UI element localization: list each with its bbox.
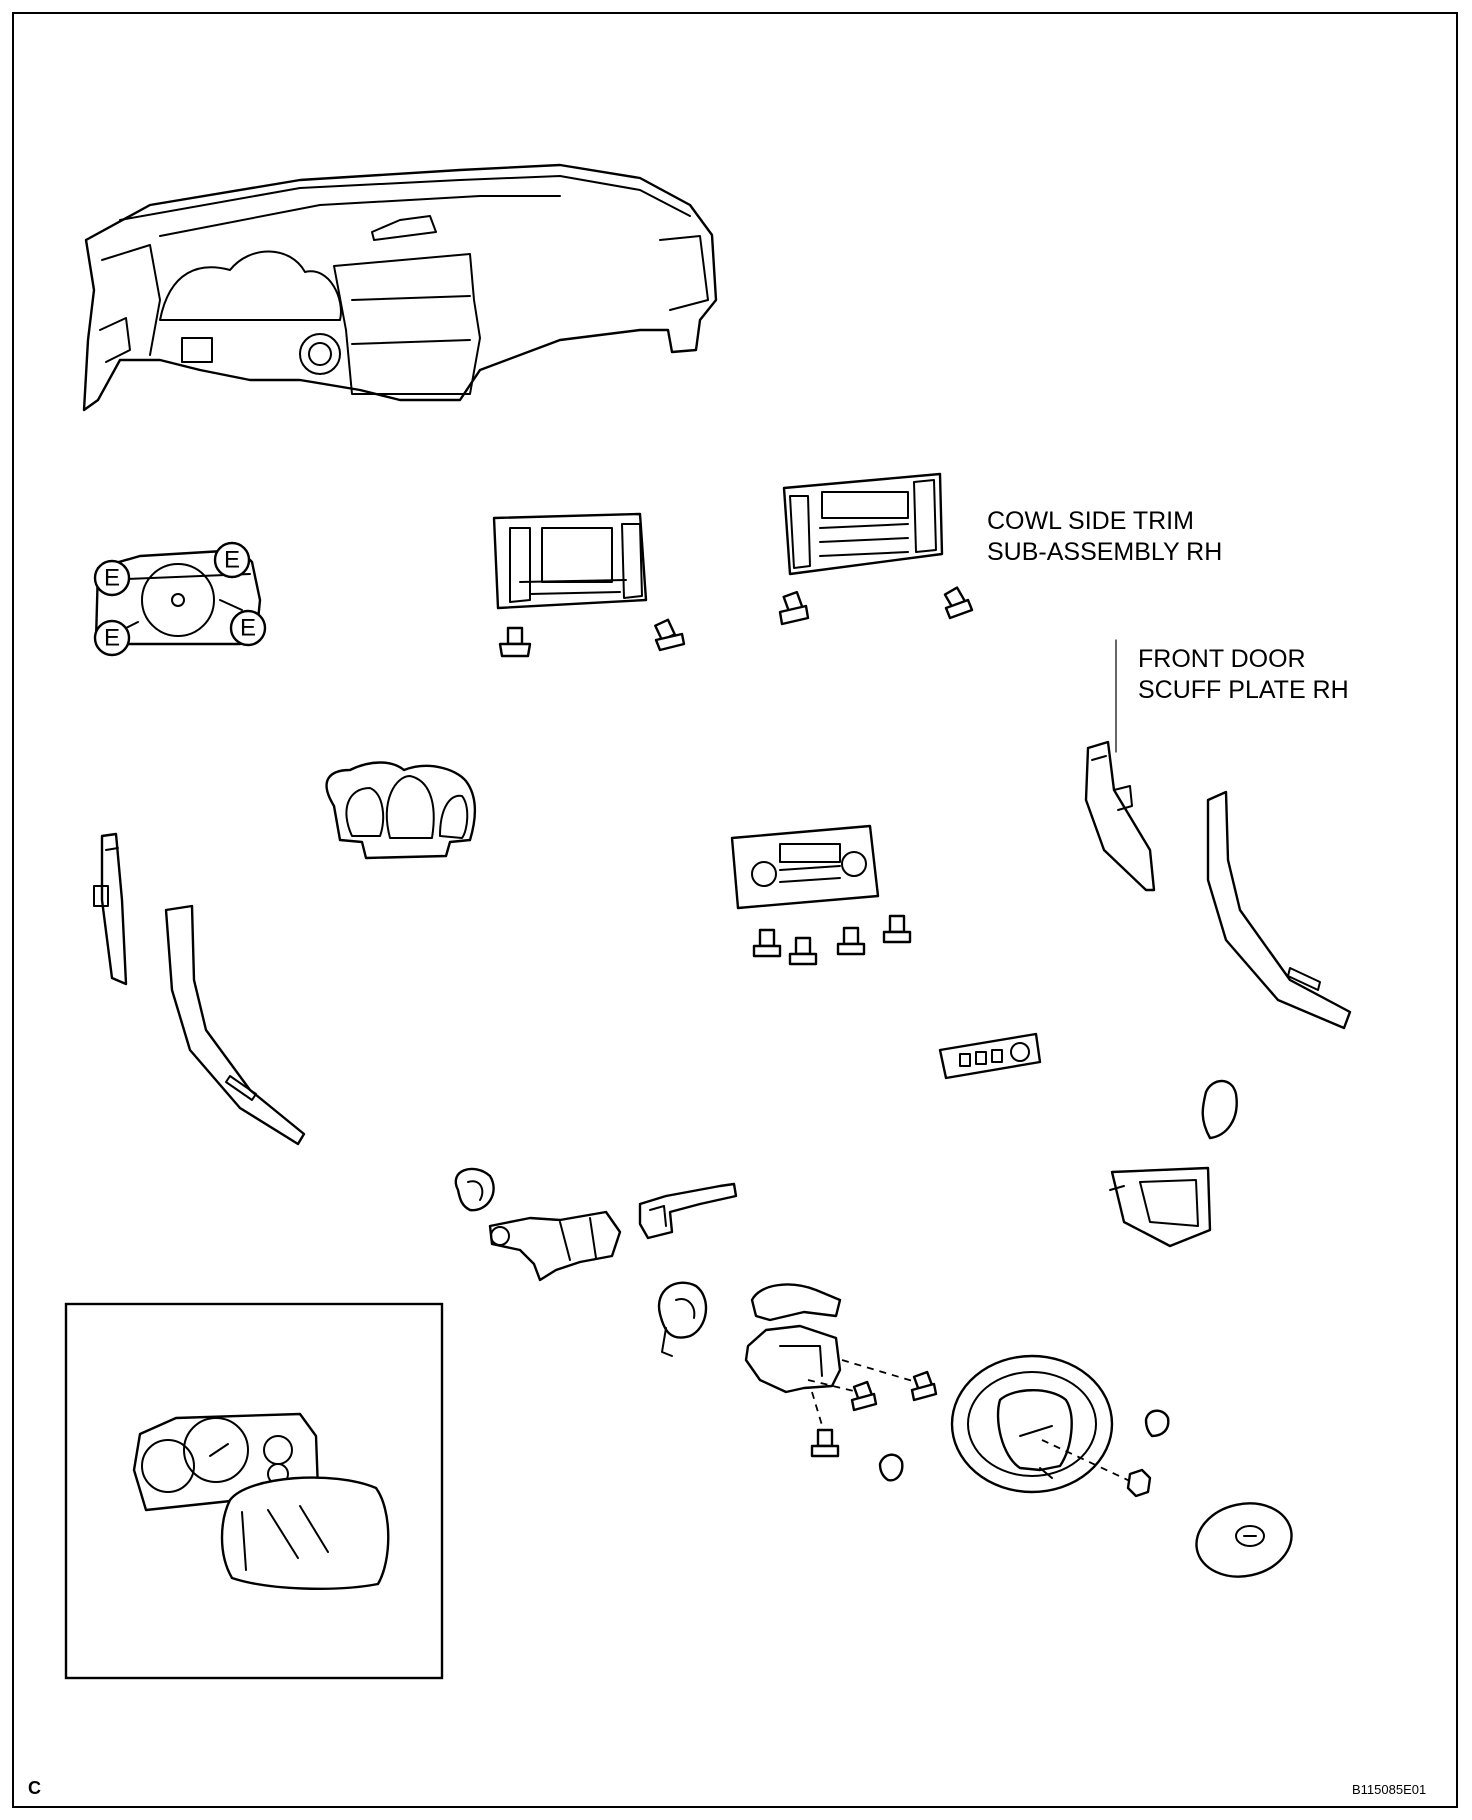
svg-text:E: E	[240, 615, 256, 642]
diagram-frame	[12, 12, 1458, 1808]
screw	[910, 1370, 938, 1402]
switch-bezel	[938, 1032, 1042, 1080]
turn-signal-switch	[488, 1210, 622, 1282]
shift-lever-knob	[1201, 1079, 1238, 1140]
screw	[778, 590, 810, 626]
badge-e-bottom-right: E	[229, 609, 267, 647]
inset-meter-glass	[220, 1476, 390, 1590]
cowl-side-trim-label-line2: SUB-ASSEMBLY RH	[987, 538, 1223, 566]
screw-guide-line	[807, 1379, 859, 1393]
screw	[752, 928, 782, 958]
meter-hood	[325, 761, 477, 860]
screw	[498, 626, 532, 658]
steering-wheel	[950, 1354, 1114, 1494]
windshield-wiper-switch	[638, 1182, 738, 1240]
center-cluster-panel-left	[492, 512, 648, 610]
front-door-scuff-plate-rh	[1206, 790, 1352, 1030]
lower-column-cover	[744, 1324, 842, 1394]
instrument-panel	[82, 163, 718, 412]
svg-text:E: E	[104, 625, 120, 652]
front-door-scuff-plate-lh	[164, 904, 306, 1146]
screw	[788, 936, 818, 966]
nut-guide-line	[1041, 1439, 1133, 1483]
clip	[1144, 1409, 1170, 1438]
badge-e-top-left: E	[93, 559, 131, 597]
screw	[943, 586, 974, 620]
heater-control-panel	[730, 824, 880, 910]
screw	[882, 914, 912, 944]
steering-wheel-nut	[1126, 1468, 1152, 1498]
screw	[654, 618, 686, 652]
svg-text:E: E	[224, 547, 240, 574]
clip	[878, 1453, 904, 1482]
upper-column-cover	[750, 1283, 842, 1322]
screw-guide-line	[811, 1391, 825, 1433]
cowl-side-trim-lh	[93, 832, 128, 986]
screw	[810, 1428, 840, 1458]
cowl-side-trim-rh	[1084, 740, 1156, 892]
cowl-side-trim-label-line1: COWL SIDE TRIM	[987, 507, 1194, 535]
front-door-scuff-label-line1: FRONT DOOR	[1138, 645, 1306, 673]
svg-text:E: E	[104, 565, 120, 592]
horn-button-assembly	[1195, 1502, 1293, 1578]
badge-e-bottom-left: E	[93, 619, 131, 657]
screw	[850, 1380, 878, 1412]
shift-indicator-bezel	[1109, 1166, 1212, 1248]
spiral-cable	[657, 1281, 708, 1357]
cowl-side-trim-label: COWL SIDE TRIM SUB-ASSEMBLY RH	[987, 506, 1222, 568]
front-door-scuff-label-line2: SCUFF PLATE RH	[1138, 676, 1349, 704]
badge-e-top-right: E	[213, 541, 251, 579]
screw-guide-line	[841, 1359, 917, 1383]
ignition-key-cylinder-ring	[454, 1167, 495, 1212]
front-door-scuff-label: FRONT DOOR SCUFF PLATE RH	[1138, 644, 1349, 706]
section-letter: C	[28, 1778, 41, 1798]
center-cluster-panel-right	[782, 472, 944, 576]
figure-code: B115085E01	[1352, 1782, 1427, 1797]
screw	[836, 926, 866, 956]
